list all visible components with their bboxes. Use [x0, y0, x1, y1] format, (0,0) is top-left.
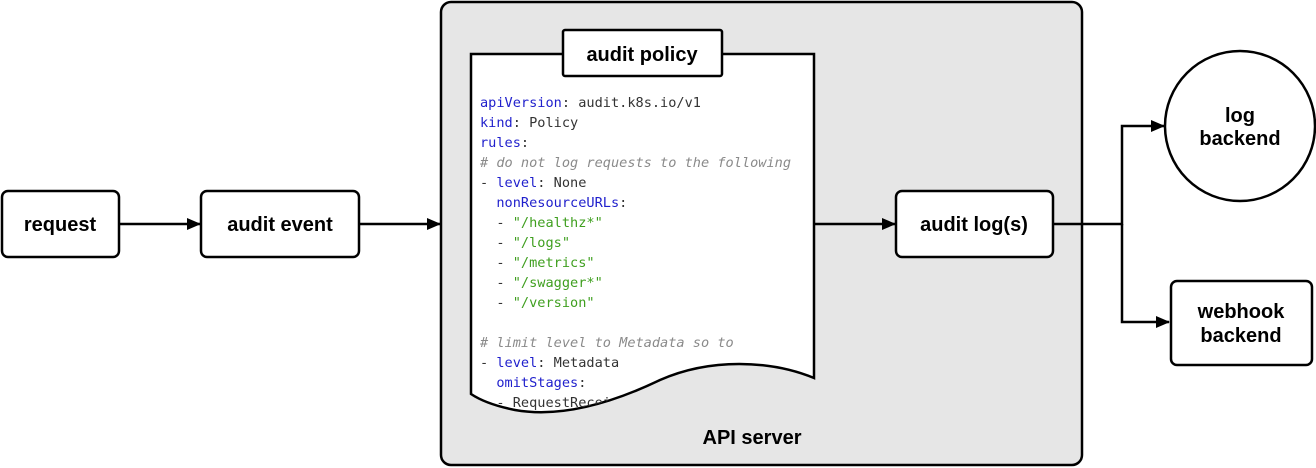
- policy-code-token: [480, 375, 496, 391]
- policy-code-token: omitStages: [496, 375, 578, 391]
- webhook-backend-label-line2: backend: [1200, 325, 1281, 347]
- policy-code-line: - level: None: [480, 175, 586, 191]
- audit-event-node: audit event: [199, 189, 361, 259]
- policy-code-token: :: [513, 115, 529, 131]
- policy-code-token: -: [480, 215, 513, 231]
- policy-code-line: rules:: [480, 135, 529, 151]
- api-server-label: API server: [703, 427, 802, 449]
- audit-logs-label: audit log(s): [920, 214, 1028, 236]
- policy-code-token: None: [554, 175, 587, 191]
- policy-code-line: - "/metrics": [480, 255, 595, 271]
- policy-code-token: rules: [480, 135, 521, 151]
- policy-code-token: -: [480, 235, 513, 251]
- policy-code-token: -: [480, 255, 513, 271]
- policy-code-line: - "/logs": [480, 235, 570, 251]
- policy-code-token: -: [480, 275, 513, 291]
- policy-code-token: "/healthz*": [513, 215, 603, 231]
- policy-code-token: :: [619, 195, 627, 211]
- audit-policy-title-node: audit policy: [561, 28, 724, 78]
- connectors: [119, 120, 1170, 328]
- policy-code-token: :: [521, 135, 529, 151]
- log-backend-label-line1: log: [1225, 105, 1255, 127]
- policy-code-token: [480, 195, 496, 211]
- policy-code-token: level: [496, 175, 537, 191]
- policy-code-line: kind: Policy: [480, 115, 578, 131]
- request-label: request: [24, 214, 97, 236]
- policy-code-token: "/logs": [513, 235, 570, 251]
- policy-code-token: -: [480, 295, 513, 311]
- policy-code-token: Metadata: [554, 355, 619, 371]
- policy-code-line: # do not log requests to the following: [479, 155, 791, 171]
- policy-code-line: - level: Metadata: [480, 355, 619, 371]
- policy-code-token: -: [480, 355, 496, 371]
- log-backend-node: log backend: [1163, 49, 1316, 203]
- webhook-backend-node: webhook backend: [1169, 279, 1314, 367]
- log-backend-label-line2: backend: [1199, 128, 1280, 150]
- policy-code-token: :: [537, 175, 553, 191]
- policy-code-line: omitStages:: [480, 375, 586, 391]
- policy-code-line: # limit level to Metadata so to: [479, 335, 734, 351]
- policy-code-token: "/metrics": [513, 255, 595, 271]
- policy-code-token: -: [480, 175, 496, 191]
- arrow-logs-to-log-backend: [1053, 120, 1165, 226]
- policy-code-token: :: [537, 355, 553, 371]
- policy-code-token: "/version": [513, 295, 595, 311]
- policy-code-token: audit.k8s.io/v1: [578, 95, 701, 111]
- policy-code-token: nonResourceURLs: [496, 195, 619, 211]
- policy-code-token: # do not log requests to the following: [479, 155, 791, 171]
- policy-code-token: level: [496, 355, 537, 371]
- policy-code-line: apiVersion: audit.k8s.io/v1: [480, 95, 701, 111]
- policy-code-token: "/swagger*": [513, 275, 603, 291]
- policy-code-line: - "/healthz*": [480, 215, 603, 231]
- webhook-backend-label-line1: webhook: [1197, 301, 1286, 323]
- policy-code-token: :: [562, 95, 578, 111]
- audit-event-label: audit event: [227, 214, 333, 236]
- arrow-logs-to-webhook-backend: [1120, 224, 1170, 328]
- policy-code-token: :: [578, 375, 586, 391]
- request-node: request: [0, 189, 121, 259]
- policy-code-line: nonResourceURLs:: [480, 195, 627, 211]
- policy-code-token: Policy: [529, 115, 578, 131]
- policy-code-token: # limit level to Metadata so to: [479, 335, 734, 351]
- policy-code-token: apiVersion: [480, 95, 562, 111]
- policy-code-line: - "/swagger*": [480, 275, 603, 291]
- audit-logs-node: audit log(s): [894, 189, 1055, 259]
- audit-policy-label: audit policy: [586, 44, 698, 66]
- policy-code-line: - "/version": [480, 295, 595, 311]
- policy-code-token: kind: [480, 115, 513, 131]
